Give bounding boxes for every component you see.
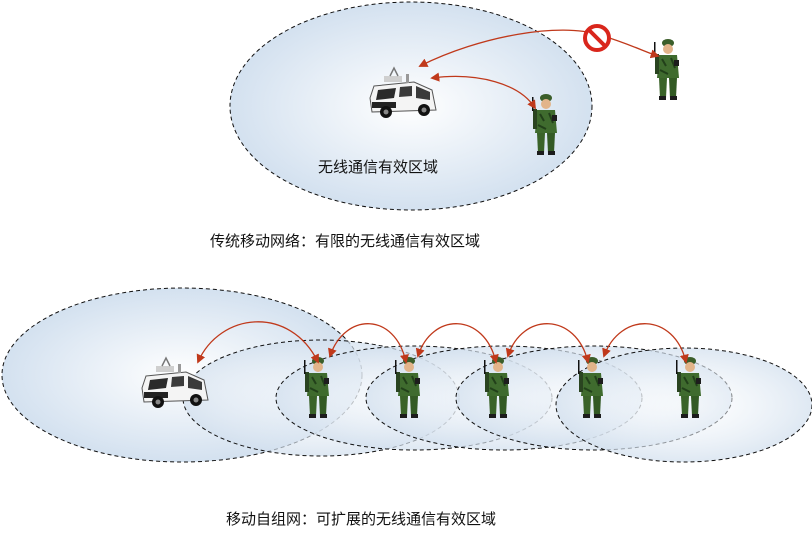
link-arrow bbox=[328, 323, 409, 364]
adhoc-network-caption: 移动自组网：可扩展的无线通信有效区域 bbox=[226, 510, 497, 528]
coverage-zone-label: 无线通信有效区域 bbox=[318, 158, 439, 176]
link-arrow bbox=[430, 72, 536, 110]
link-arrow bbox=[415, 323, 499, 364]
bottom-diagram bbox=[1, 287, 812, 463]
no-signal-icon bbox=[583, 24, 611, 52]
soldier-radio-icon bbox=[653, 38, 680, 101]
traditional-network-caption: 传统移动网络：有限的无线通信有效区域 bbox=[210, 232, 481, 250]
link-arrow bbox=[196, 321, 319, 364]
link-arrow bbox=[602, 323, 689, 364]
link-arrow bbox=[418, 29, 660, 67]
link-arrow bbox=[505, 323, 591, 364]
top-diagram bbox=[229, 1, 680, 211]
